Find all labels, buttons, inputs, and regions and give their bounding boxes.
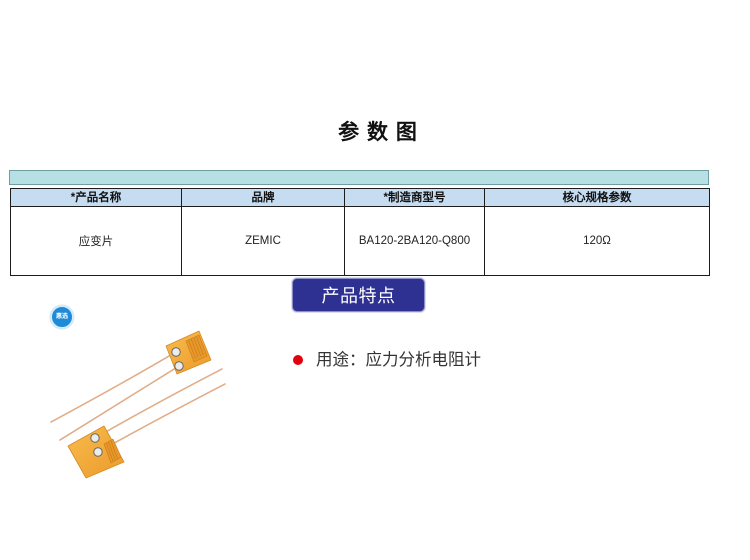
grid-line <box>188 340 196 359</box>
badge-icon: 惠选 <box>50 305 74 329</box>
divider-bar <box>9 170 709 185</box>
lead-wires <box>50 351 226 453</box>
strain-gauge-bottom <box>67 425 125 479</box>
feature-list: 用途：应力分析电阻计 <box>293 349 481 371</box>
gauge-grid <box>185 334 208 363</box>
grid-line <box>110 440 118 459</box>
grid-line <box>196 336 204 356</box>
page-title: 参 数 图 <box>338 121 418 144</box>
grid-line <box>190 338 199 358</box>
bullet-dot <box>293 355 303 365</box>
gauge-grid-lines <box>106 440 118 462</box>
table-row: 应变片 ZEMIC BA120-2BA120-Q800 120Ω <box>10 206 710 276</box>
feature-item: 用途：应力分析电阻计 <box>293 349 481 371</box>
strain-gauge-top <box>165 330 212 375</box>
table-header-model: *制造商型号 <box>344 188 485 207</box>
solder-pad <box>171 347 181 357</box>
lead-wire-highlight <box>59 365 180 441</box>
spec-table: *产品名称 品牌 *制造商型号 核心规格参数 应变片 ZEMIC BA120-2… <box>10 188 710 276</box>
solder-pad <box>174 361 184 371</box>
gauge-grid-lines <box>188 336 204 359</box>
table-cell-product-name: 应变片 <box>10 206 182 276</box>
lead-wire-highlight <box>50 351 177 423</box>
table-header-row: *产品名称 品牌 *制造商型号 核心规格参数 <box>10 188 710 207</box>
table-cell-brand: ZEMIC <box>181 206 345 276</box>
lead-wire <box>50 351 177 423</box>
grid-line <box>108 441 116 460</box>
table-cell-model: BA120-2BA120-Q800 <box>344 206 485 276</box>
feature-text: 用途：应力分析电阻计 <box>316 350 481 369</box>
lead-wire-highlight <box>94 368 223 439</box>
section-title-features: 产品特点 <box>292 278 425 312</box>
table-header-core-spec: 核心规格参数 <box>484 188 710 207</box>
table-cell-core-spec: 120Ω <box>484 206 710 276</box>
grid-line <box>193 337 202 357</box>
badge-label: 惠选 <box>55 314 68 320</box>
product-image <box>50 330 226 479</box>
solder-pad <box>93 447 103 457</box>
table-header-brand: 品牌 <box>181 188 345 207</box>
table-header-product-name: *产品名称 <box>10 188 182 207</box>
solder-pad <box>90 433 100 443</box>
grid-line <box>106 443 114 462</box>
